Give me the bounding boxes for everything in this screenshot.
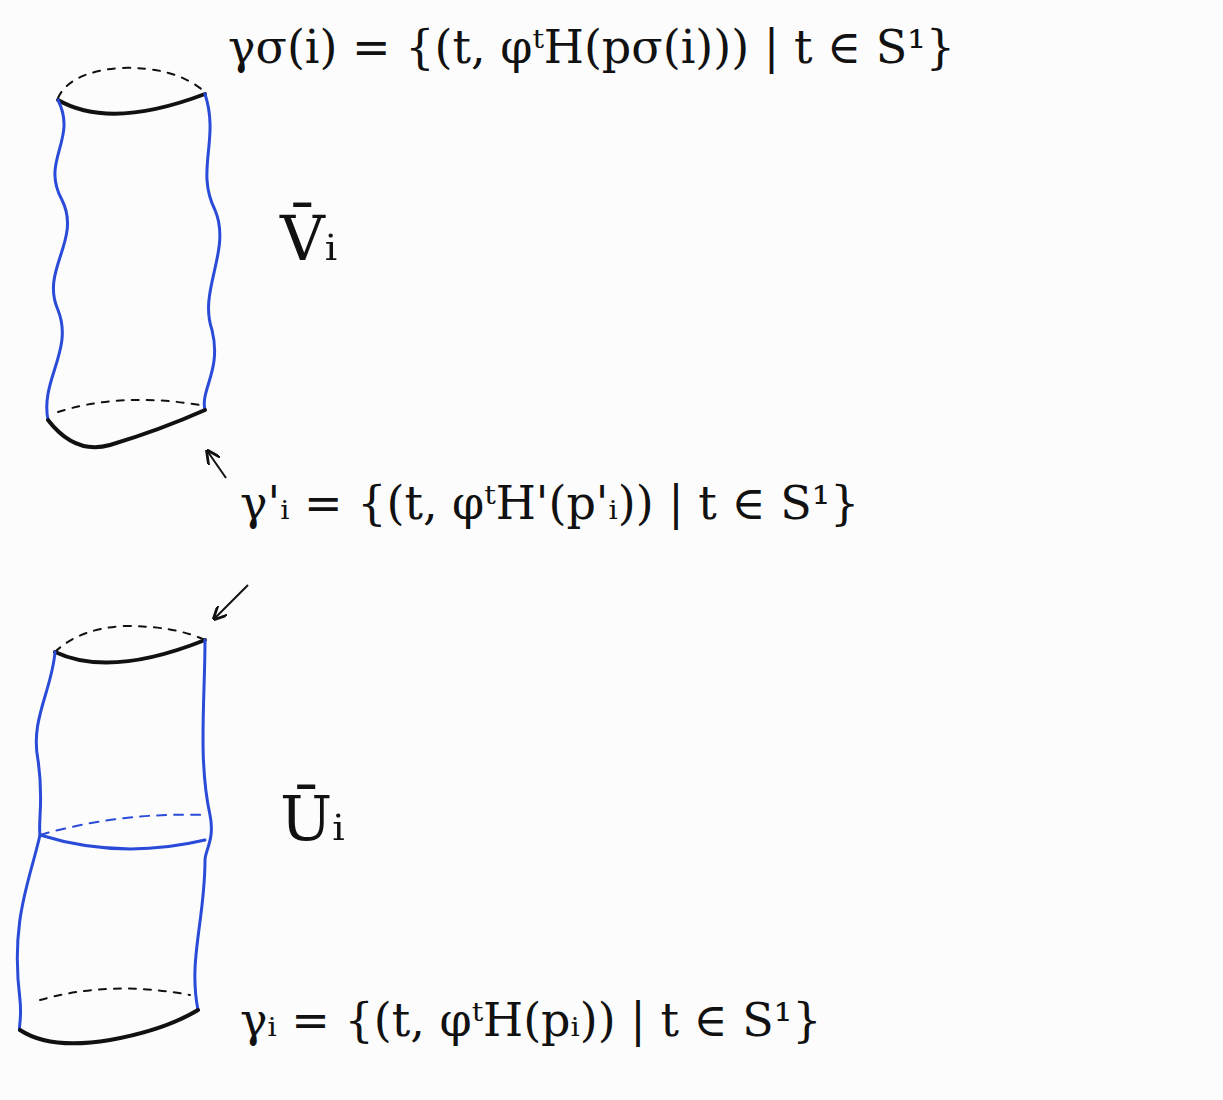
curve-formula: γᵢ = {(t, φᵗH(pᵢ)) | t ∈ S¹}	[240, 995, 821, 1046]
upper-cylinder	[47, 68, 220, 447]
curve-formula: γ'ᵢ = {(t, φᵗH'(p'ᵢ)) | t ∈ S¹}	[240, 478, 859, 529]
leader-arrows	[208, 452, 248, 618]
region-label: Ūᵢ	[280, 785, 345, 853]
region-label: V̄ᵢ	[280, 205, 337, 273]
lower-cylinder	[17, 626, 211, 1043]
curve-formula: γσ(i) = {(t, φᵗH(pσ(i))) | t ∈ S¹}	[228, 22, 955, 73]
